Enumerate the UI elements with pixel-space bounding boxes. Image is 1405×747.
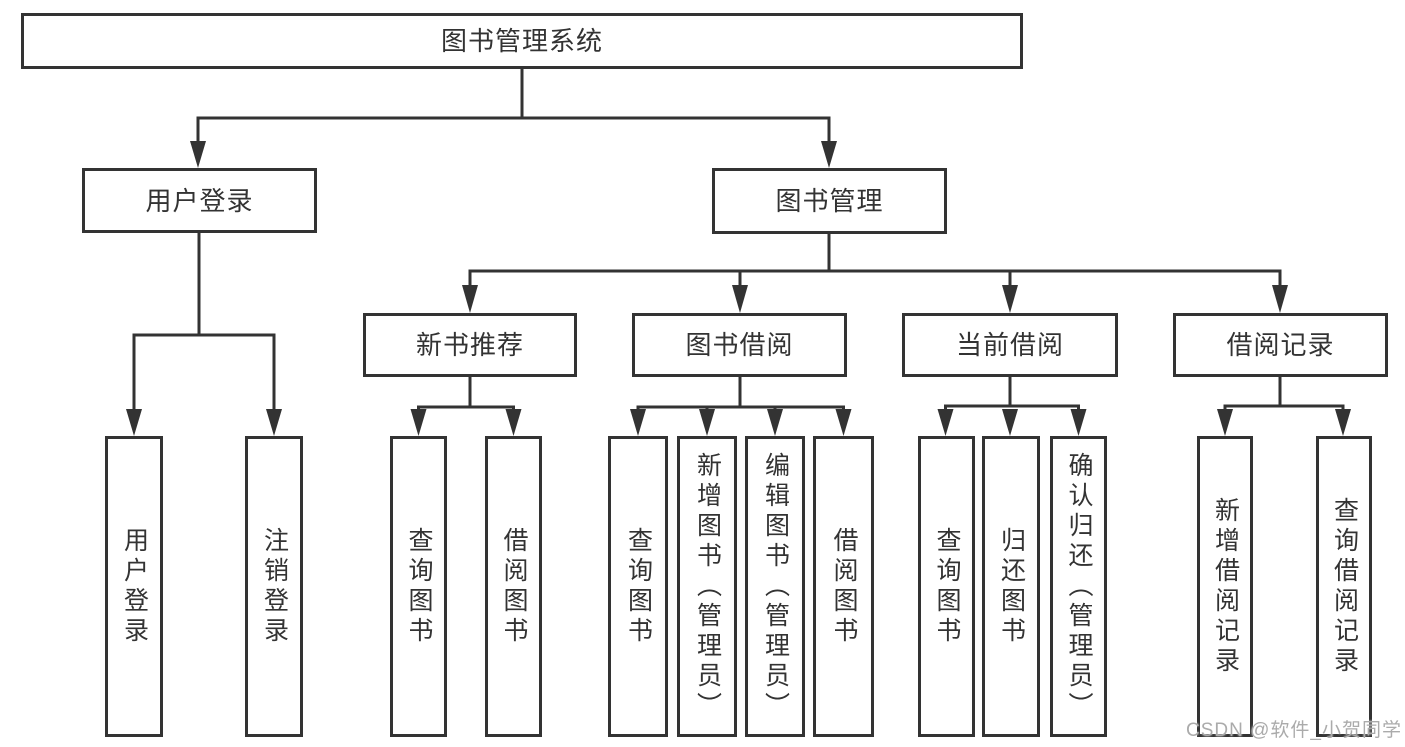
node-user-login: 用户登录 — [82, 168, 317, 233]
node-borrow-records: 借阅记录 — [1173, 313, 1388, 377]
leaf-bb-borrow-books: 借阅图书 — [813, 436, 874, 737]
node-current-borrow: 当前借阅 — [902, 313, 1118, 377]
leaf-cb-query-books: 查询图书 — [918, 436, 975, 737]
leaf-nb-borrow-books: 借阅图书 — [485, 436, 542, 737]
leaf-cb-return-books: 归还图书 — [982, 436, 1040, 737]
connector-new-book-children — [410, 377, 522, 436]
connector-current-borrow-children — [937, 377, 1087, 436]
leaf-bb-add-books: 新增图书（管理员） — [677, 436, 737, 737]
connector-user-login-children — [126, 233, 282, 436]
connector-root-to-level2 — [190, 69, 837, 168]
node-new-book-recommend: 新书推荐 — [363, 313, 577, 377]
node-root: 图书管理系统 — [21, 13, 1023, 69]
leaf-nb-query-books: 查询图书 — [390, 436, 447, 737]
leaf-cb-confirm-return: 确认归还（管理员） — [1050, 436, 1107, 737]
csdn-watermark: CSDN @软件_小贺同学 — [1186, 720, 1402, 741]
leaf-user-login: 用户登录 — [105, 436, 163, 737]
leaf-rec-query-record: 查询借阅记录 — [1316, 436, 1372, 737]
leaf-bb-query-books: 查询图书 — [608, 436, 668, 737]
connector-book-borrow-children — [630, 377, 852, 436]
connector-borrow-records-children — [1217, 377, 1351, 436]
connector-bookmgmt-to-level3 — [462, 234, 1288, 313]
leaf-rec-add-record: 新增借阅记录 — [1197, 436, 1253, 737]
leaf-logout: 注销登录 — [245, 436, 303, 737]
leaf-bb-edit-books: 编辑图书（管理员） — [745, 436, 805, 737]
node-book-borrow: 图书借阅 — [632, 313, 847, 377]
node-book-management: 图书管理 — [712, 168, 947, 234]
